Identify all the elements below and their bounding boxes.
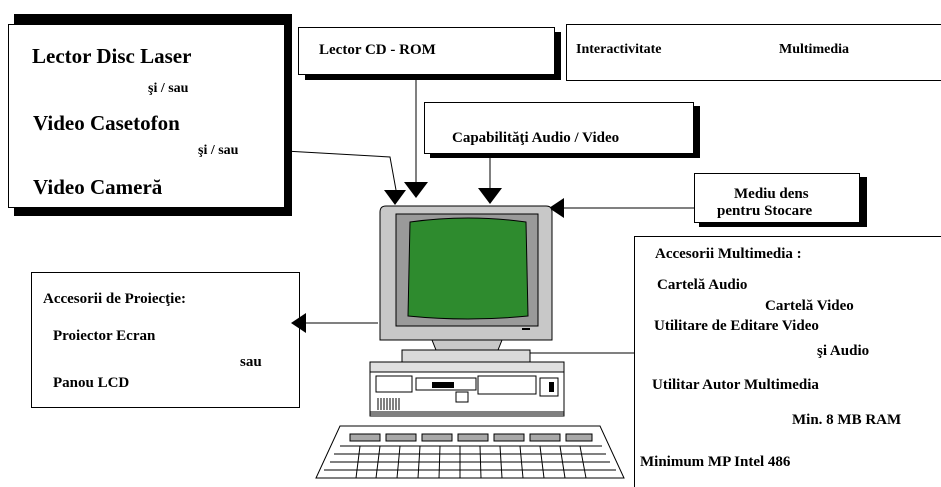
projection-title: Accesorii de Proiecţie:: [43, 291, 186, 307]
accessory-cpu: Minimum MP Intel 486: [640, 454, 791, 470]
av-arrow: [478, 188, 502, 204]
projection-arrow: [291, 313, 306, 333]
arrowheads: [291, 182, 564, 333]
cdrom-box: [298, 27, 555, 75]
system-unit: [369, 361, 565, 417]
keyboard-key-dividers: [355, 445, 587, 479]
storage-line2: pentru Stocare: [717, 203, 813, 219]
drive-bay-right: [477, 375, 537, 395]
drive-bay-left: [375, 375, 413, 393]
monitor-led: [522, 328, 530, 330]
storage-line1: Mediu dens: [734, 186, 809, 202]
projection-or: sau: [240, 354, 262, 370]
monitor-screen: [407, 217, 529, 320]
floppy-slot: [432, 382, 454, 388]
accessories-box: [634, 236, 941, 487]
front-panel-stripe: [370, 411, 564, 415]
system-unit-top: [369, 361, 565, 373]
source-video-camera: Video Cameră: [33, 175, 163, 199]
interactivity-word: Interactivitate: [576, 42, 662, 57]
accessory-ram: Min. 8 MB RAM: [792, 412, 902, 428]
accessory-audio-card: Cartelă Audio: [657, 277, 748, 293]
accessory-video-card: Cartelă Video: [765, 298, 854, 314]
projection-box: [31, 272, 300, 408]
multimedia-word: Multimedia: [779, 42, 849, 57]
keyboard: [315, 425, 625, 479]
keyboard-keys: [349, 433, 593, 442]
vent-grille: [377, 398, 400, 410]
storage-arrow: [549, 198, 564, 218]
power-led: [549, 382, 554, 392]
connector-lines: [284, 80, 694, 354]
source-laser-disc: Lector Disc Laser: [32, 44, 192, 68]
accessory-and-audio: şi Audio: [817, 343, 870, 359]
monitor: [379, 205, 553, 363]
source-or-1: şi / sau: [148, 81, 189, 96]
monitor-base: [431, 339, 503, 351]
reset-block: [455, 391, 469, 403]
interactivity-box: [566, 24, 941, 81]
av-label: Capabilităţi Audio / Video: [452, 130, 620, 146]
cdrom-arrow: [404, 182, 428, 198]
sources-arrow: [384, 190, 406, 205]
cdrom-label: Lector CD - ROM: [319, 42, 436, 58]
source-or-2: şi / sau: [198, 143, 239, 158]
left-sources-box: [8, 24, 285, 208]
storage-box: [694, 173, 860, 223]
accessory-authoring-tool: Utilitar Autor Multimedia: [652, 377, 819, 393]
projection-item-projector: Proiector Ecran: [53, 328, 156, 344]
accessories-title: Accesorii Multimedia :: [655, 246, 802, 262]
accessory-editing-tools: Utilitare de Editare Video: [654, 318, 819, 334]
source-video-cassette: Video Casetofon: [33, 111, 180, 135]
sources-connector: [284, 150, 397, 191]
monitor-stand: [401, 349, 531, 363]
projection-item-lcd: Panou LCD: [53, 375, 130, 391]
av-box: [424, 102, 694, 154]
